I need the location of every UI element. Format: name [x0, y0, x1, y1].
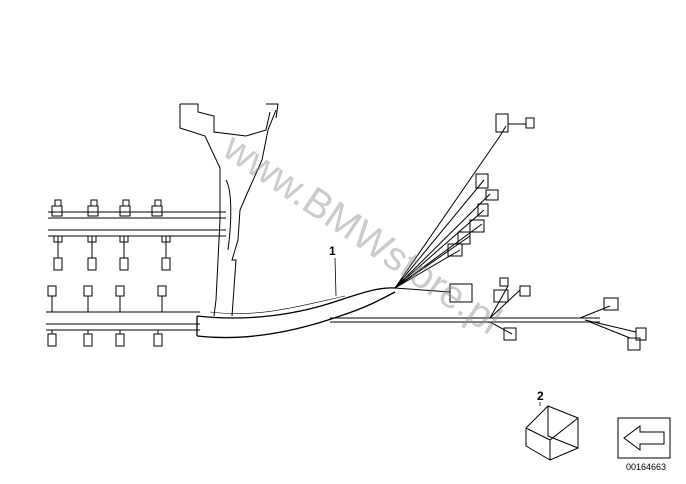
- reference-number: 00164663: [626, 462, 667, 472]
- callout-harness-number: 1: [329, 244, 336, 258]
- right-fanout-wires: [330, 125, 637, 339]
- right-connectors: [447, 113, 647, 351]
- callout-1-leader: [334, 257, 337, 297]
- main-harness-trunk: [179, 103, 396, 339]
- hanging-connectors-upper: [53, 235, 171, 271]
- left-harness-branches: [46, 211, 226, 331]
- top-connector-row: [51, 199, 163, 217]
- box-icon: [525, 402, 579, 461]
- arrow-left-icon: [617, 417, 671, 459]
- hanging-connectors-lower: [47, 285, 167, 347]
- callout-package-number: 2: [537, 389, 544, 403]
